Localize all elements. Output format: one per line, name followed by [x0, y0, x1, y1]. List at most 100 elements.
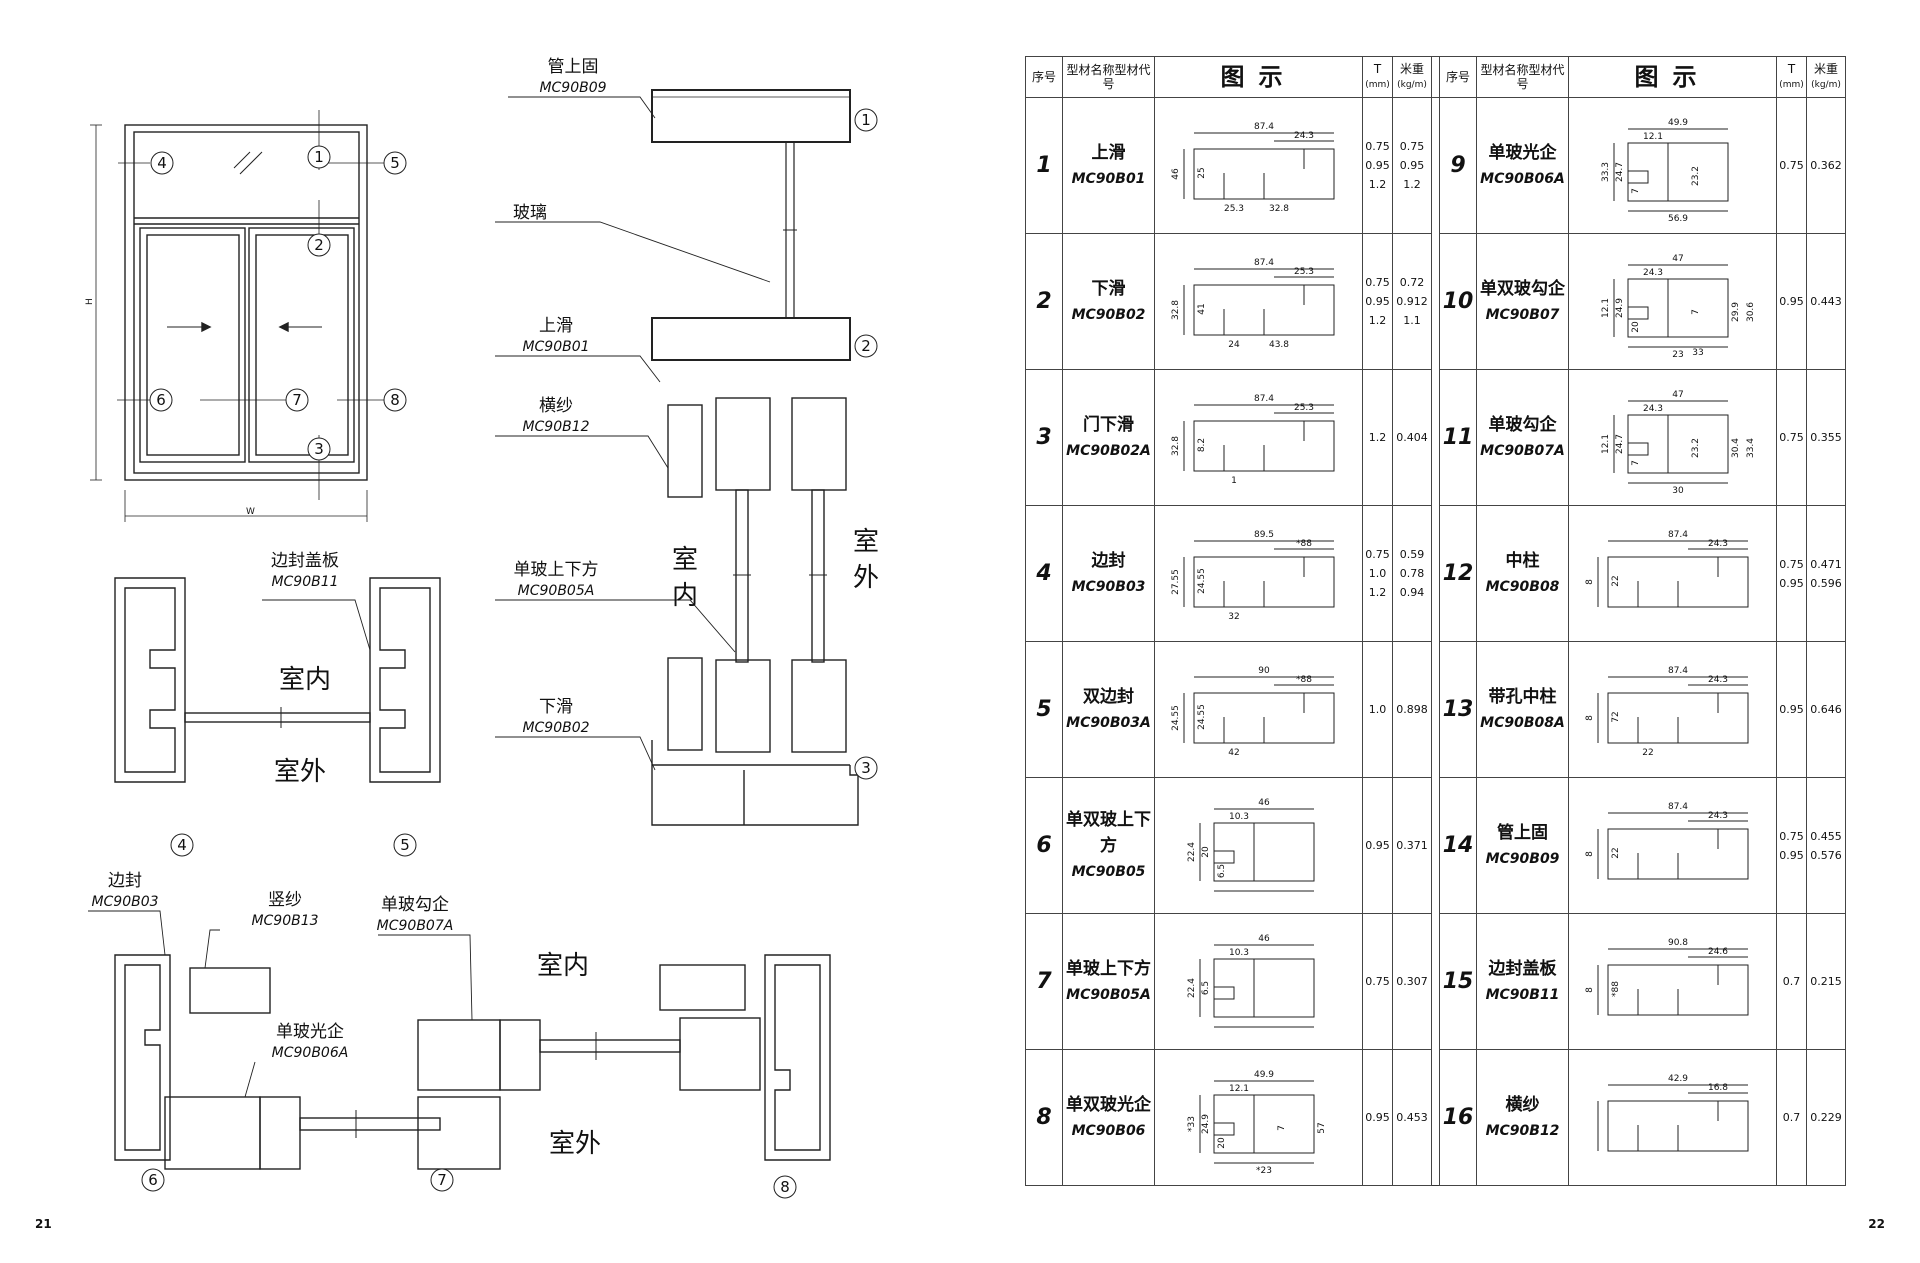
weight-cell: 0.898 — [1392, 641, 1432, 778]
profile-name-cell: 单双玻光企 MC90B06 — [1062, 1049, 1155, 1186]
profile-outline — [1627, 142, 1728, 201]
dimension-label: 6.5 — [1217, 863, 1227, 877]
profile-name: 单玻上下方 — [1066, 958, 1151, 979]
dimension-label: 87.4 — [1667, 530, 1687, 540]
dimension-label: 87.4 — [1253, 122, 1273, 132]
weight-value: 0.646 — [1810, 703, 1842, 716]
thickness-value: 0.75 — [1779, 159, 1804, 172]
dimension-label: 10.3 — [1228, 948, 1248, 958]
profile-web — [1637, 692, 1718, 743]
weight-cell: 0.307 — [1392, 913, 1432, 1050]
dimension-label: 46 — [1258, 934, 1270, 944]
horizontal-callout-8: 8 — [780, 1178, 790, 1196]
height-dimension: H — [85, 298, 95, 305]
thickness-value: 0.7 — [1782, 1111, 1801, 1124]
dimension-label: 20 — [1631, 321, 1641, 333]
dimension-label: 46 — [1258, 798, 1270, 808]
dimension-label: 7 — [1631, 188, 1641, 194]
thickness-value: 0.75 — [1779, 431, 1804, 444]
profile-name: 中柱 — [1505, 550, 1540, 571]
profile-web — [1223, 692, 1304, 743]
dimension-label: 8 — [1585, 850, 1595, 856]
label-code: MC90B05A — [518, 583, 595, 599]
dimension-label: 89.5 — [1253, 530, 1273, 540]
thickness-value: 1.2 — [1368, 178, 1387, 191]
weight-value: 0.215 — [1810, 975, 1842, 988]
row-number: 16 — [1439, 1049, 1477, 1186]
weight-value: 1.2 — [1403, 178, 1421, 191]
weight-cell: 0.453 — [1392, 1049, 1432, 1186]
profile-name: 单双玻光企 — [1066, 1094, 1151, 1115]
dimension-label: 16.8 — [1707, 1083, 1727, 1093]
column-separator — [1431, 505, 1440, 642]
dimension-label: 8.2 — [1197, 437, 1207, 451]
thickness-cell: 0.75 — [1362, 913, 1393, 1050]
weight-value: 0.95 — [1399, 159, 1425, 172]
callout-8: 8 — [390, 391, 400, 409]
dimension-label: 57 — [1317, 1122, 1327, 1133]
dimension-label: 23.2 — [1691, 437, 1701, 457]
vertical-section — [651, 89, 859, 826]
weight-cell: 0.646 — [1806, 641, 1846, 778]
dimension-label: 41 — [1197, 303, 1207, 314]
dimension-label: 24.7 — [1615, 161, 1625, 181]
column-separator — [1431, 913, 1440, 1050]
row-number: 8 — [1025, 1049, 1063, 1186]
profile-code: MC90B08 — [1485, 578, 1560, 595]
row-number: 1 — [1025, 97, 1063, 234]
thickness-value: 0.75 — [1779, 557, 1804, 571]
dimension-label: 25.3 — [1293, 267, 1313, 277]
profile-outline — [1627, 414, 1728, 473]
profile-code: MC90B06 — [1071, 1122, 1146, 1139]
thickness-cell: 0.95 — [1362, 777, 1393, 914]
label-code: MC90B11 — [271, 574, 338, 590]
table-header-row: 序号 型材名称型材代号 图示 T(mm) 米重(kg/m) 序号 型材名称型材代… — [1025, 56, 1846, 98]
profile-web — [1213, 1094, 1254, 1153]
profile-code: MC90B07 — [1485, 306, 1560, 323]
dimension-label: 87.4 — [1253, 394, 1273, 404]
header-weight: 米重(kg/m) — [1392, 56, 1432, 98]
thickness-value: 1.2 — [1368, 314, 1387, 327]
profile-web — [1223, 556, 1304, 607]
profile-web — [1627, 414, 1668, 473]
callout-1: 1 — [314, 148, 324, 166]
indoor-label: 室 — [672, 545, 698, 575]
profile-code: MC90B06A — [1480, 170, 1565, 187]
profile-web — [1223, 284, 1304, 335]
thickness-value: 0.75 — [1365, 276, 1390, 289]
dimension-label: 33 — [1692, 348, 1703, 357]
weight-value: 0.307 — [1396, 975, 1428, 988]
dimension-label: 32.8 — [1268, 204, 1288, 214]
row-number: 12 — [1439, 505, 1477, 642]
thickness-value: 0.95 — [1365, 839, 1390, 852]
profile-outline — [1213, 958, 1314, 1017]
callout-4: 4 — [157, 154, 167, 172]
label-code: MC90B02 — [522, 720, 589, 736]
thickness-value: 1.2 — [1368, 431, 1387, 444]
thickness-value: 0.75 — [1365, 548, 1390, 561]
indoor-label: 室内 — [537, 951, 589, 981]
label-name: 上滑 — [539, 316, 573, 336]
profile-web — [1223, 148, 1304, 199]
thickness-value: 0.95 — [1365, 1111, 1390, 1124]
profile-drawing: 90.824.68*88 — [1585, 938, 1748, 1015]
weight-value: 0.78 — [1399, 567, 1425, 580]
callout-circles — [141, 108, 878, 1199]
